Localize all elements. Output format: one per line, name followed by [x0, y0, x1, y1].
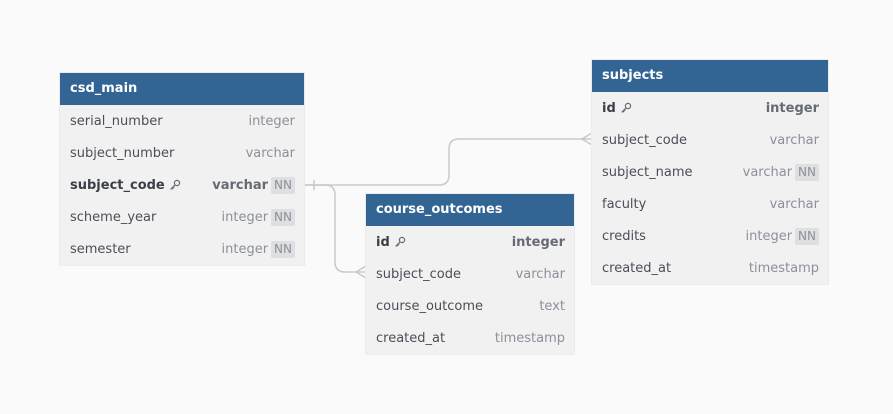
not-null-badge: NN	[271, 240, 295, 258]
table-header[interactable]: subjects	[592, 60, 828, 92]
field-row[interactable]: subject_code varchar	[592, 124, 828, 156]
field-type-group: timestamp	[495, 331, 565, 346]
field-name: id	[376, 234, 390, 250]
not-null-badge: NN	[271, 208, 295, 226]
field-name-group: created_at	[602, 261, 671, 276]
table-header[interactable]: csd_main	[60, 73, 304, 105]
field-type-group: integer	[512, 235, 565, 250]
field-name: serial_number	[70, 113, 163, 129]
key-icon	[620, 102, 632, 114]
field-type-group: varchar	[770, 197, 819, 212]
field-name: subject_code	[376, 266, 461, 282]
table-header[interactable]: course_outcomes	[366, 194, 574, 226]
field-name: subject_name	[602, 164, 693, 180]
many-marker-course-outcomes	[354, 265, 367, 279]
field-name-group: serial_number	[70, 114, 163, 129]
field-row[interactable]: course_outcome text	[366, 290, 574, 322]
field-type: integer	[765, 100, 819, 116]
field-name-group: credits	[602, 229, 646, 244]
field-name-group: subject_name	[602, 165, 693, 180]
table-course-outcomes[interactable]: course_outcomes id integer subject_code var…	[366, 194, 574, 354]
field-name: subject_number	[70, 145, 175, 161]
field-row[interactable]: subject_code varchar	[366, 258, 574, 290]
field-row[interactable]: id integer	[592, 92, 828, 124]
field-list: id integer subject_code varchar course_outco…	[366, 226, 574, 354]
field-type: integer	[511, 234, 565, 250]
field-name-group: id	[602, 101, 632, 116]
field-row[interactable]: subject_number varchar	[60, 137, 304, 169]
field-name: credits	[602, 228, 646, 244]
relation-csd-main-subjects[interactable]	[304, 138, 592, 186]
field-row[interactable]: faculty varchar	[592, 188, 828, 220]
field-type: integer	[221, 209, 269, 225]
field-row[interactable]: created_at timestamp	[366, 322, 574, 354]
field-name: created_at	[602, 260, 672, 276]
field-name-group: semester	[70, 242, 131, 257]
field-name-group: scheme_year	[70, 210, 156, 225]
field-type: integer	[248, 113, 295, 129]
field-row[interactable]: created_at timestamp	[592, 252, 828, 284]
field-name: faculty	[602, 196, 647, 212]
field-type: text	[539, 298, 565, 314]
field-name: course_outcome	[376, 298, 484, 314]
field-name-group: course_outcome	[376, 299, 483, 314]
field-type: timestamp	[748, 260, 819, 276]
not-null-badge: NN	[795, 163, 819, 181]
field-type: timestamp	[494, 330, 565, 346]
many-marker-subjects	[580, 132, 593, 146]
field-row[interactable]: id integer	[366, 226, 574, 258]
field-name-group: subject_code	[376, 267, 461, 282]
field-name: subject_code	[602, 132, 687, 148]
field-type: varchar	[769, 132, 819, 148]
field-type-group: text	[539, 299, 565, 314]
relation-csd-main-course-outcomes[interactable]	[304, 184, 366, 273]
field-name-group: created_at	[376, 331, 445, 346]
field-type-group: varchar	[246, 146, 295, 161]
field-name-group: subject_code	[70, 178, 181, 193]
not-null-badge: NN	[271, 176, 295, 194]
key-icon	[394, 236, 406, 248]
field-type-group: integer	[248, 114, 295, 129]
field-type: integer	[745, 228, 793, 244]
field-type: varchar	[212, 177, 269, 193]
field-name-group: subject_code	[602, 133, 687, 148]
field-type-group: varchar	[516, 267, 565, 282]
field-row[interactable]: serial_number integer	[60, 105, 304, 137]
field-name: scheme_year	[70, 209, 157, 225]
not-null-badge: NN	[795, 227, 819, 245]
field-type: varchar	[769, 196, 819, 212]
field-name: id	[602, 100, 616, 116]
field-name: subject_code	[70, 177, 165, 193]
key-icon	[169, 179, 181, 191]
field-type: varchar	[742, 164, 793, 180]
field-type: integer	[221, 241, 269, 257]
field-name-group: id	[376, 235, 406, 250]
field-type-group: integer	[766, 101, 819, 116]
field-type: varchar	[245, 145, 295, 161]
field-type-group: varchar	[770, 133, 819, 148]
field-type: varchar	[515, 266, 565, 282]
field-name: created_at	[376, 330, 446, 346]
field-name: semester	[70, 241, 131, 257]
field-type-group: timestamp	[749, 261, 819, 276]
field-name-group: subject_number	[70, 146, 174, 161]
field-name-group: faculty	[602, 197, 646, 212]
